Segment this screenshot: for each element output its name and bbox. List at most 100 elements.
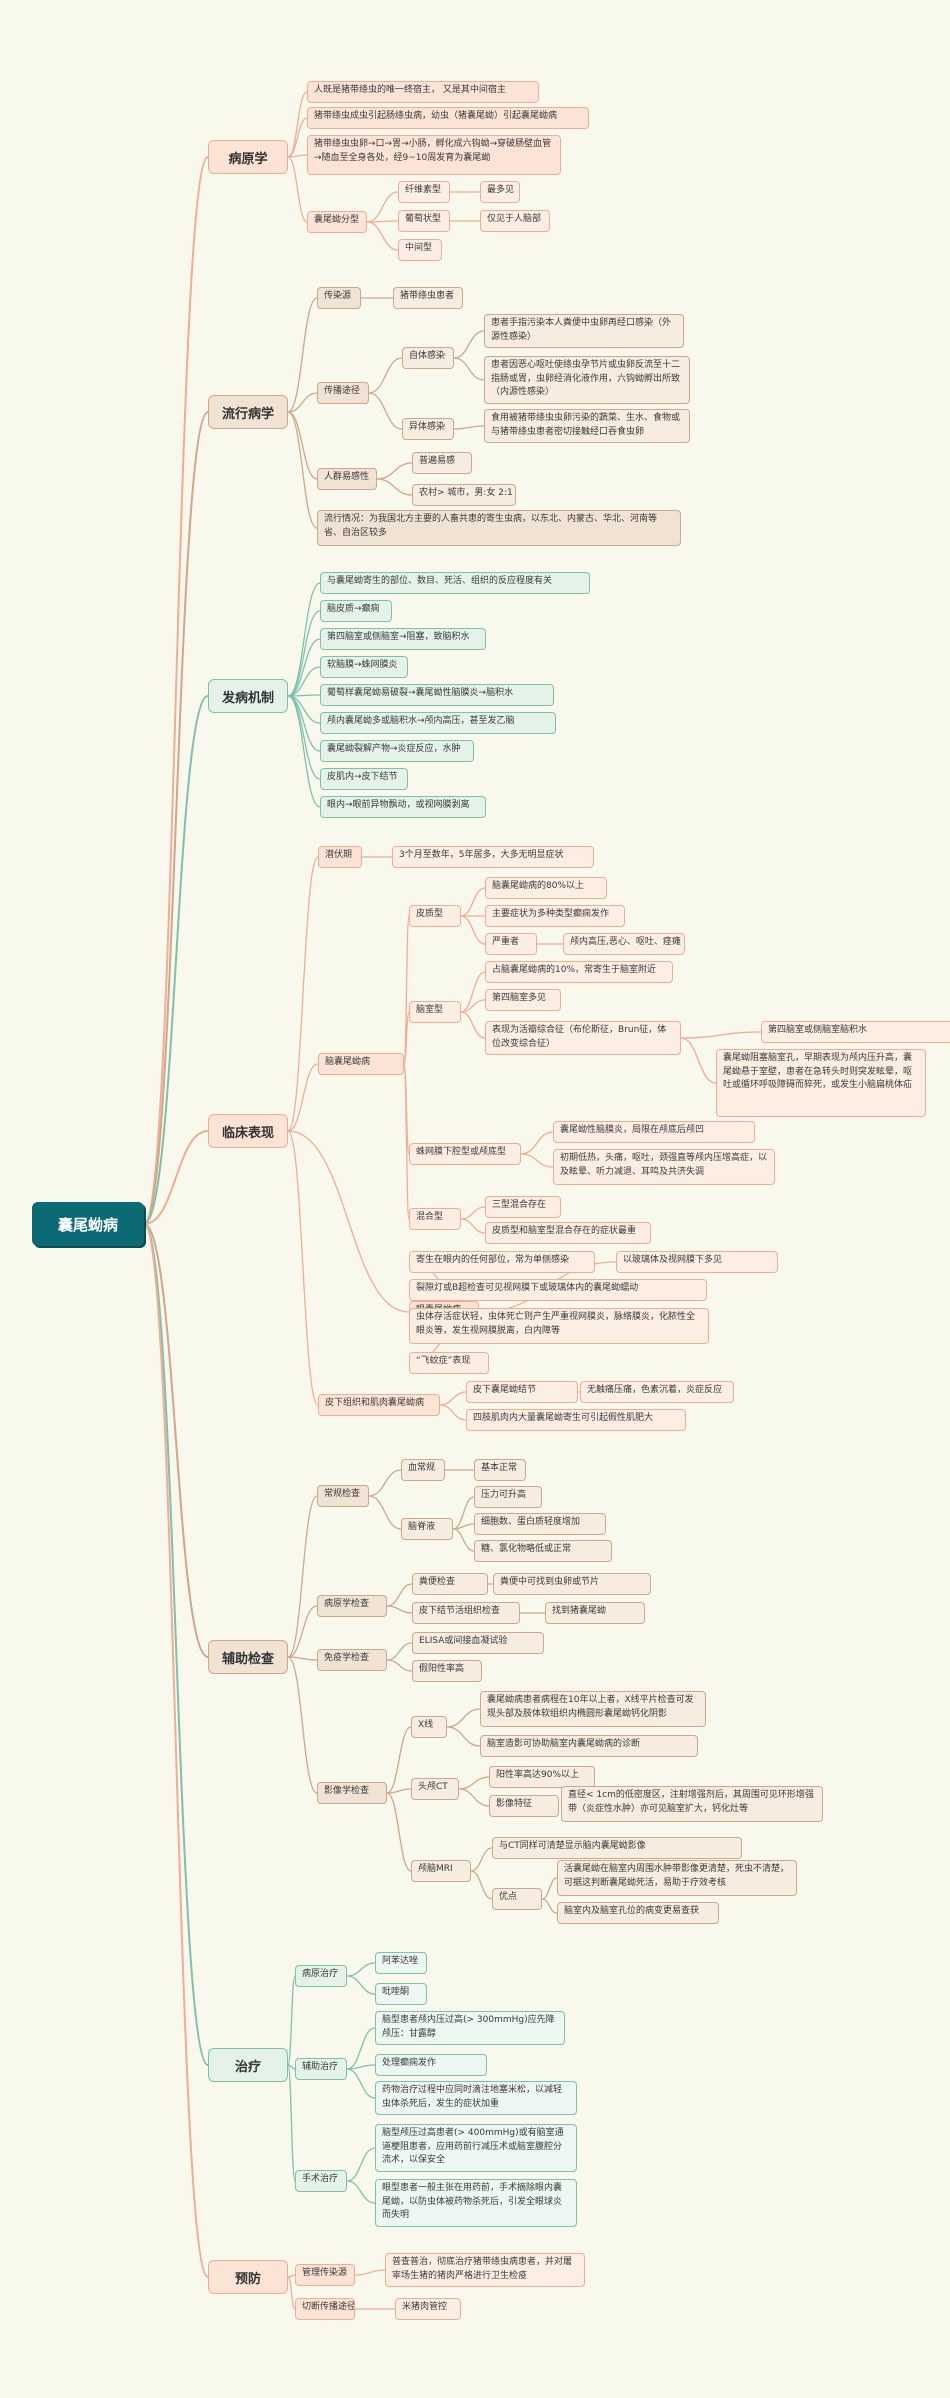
- section-6-node-2[interactable]: 切断传播途径: [295, 2298, 355, 2320]
- section-4-node-8[interactable]: 粪便检查: [412, 1573, 488, 1595]
- section-4-node-1[interactable]: 血常规: [401, 1459, 445, 1481]
- section-3-node-9[interactable]: 占脑囊尾蚴病的10%，常寄生于脑室附近: [485, 961, 673, 983]
- section-5-node-0[interactable]: 病原治疗: [295, 1965, 347, 1987]
- section-3-node-14[interactable]: 蛛网膜下腔型或颅底型: [409, 1143, 521, 1165]
- section-4-node-22[interactable]: 直径< 1cm的低密度区，注射增强剂后，其周围可见环形增强带（炎症性水肿）亦可见…: [561, 1786, 823, 1822]
- section-3-node-23[interactable]: 裂隙灯或B超检查可见视网膜下或玻璃体内的囊尾蚴蠕动: [409, 1279, 707, 1301]
- section-5-node-1[interactable]: 阿苯达唑: [375, 1952, 427, 1974]
- section-3-node-21[interactable]: 寄生在眼内的任何部位，常为单侧感染: [409, 1251, 595, 1273]
- section-1-node-10[interactable]: 农村> 城市，男:女 2:1: [412, 484, 516, 506]
- section-2-node-7[interactable]: 皮肌内→皮下结节: [320, 768, 408, 790]
- section-4-node-27[interactable]: 脑室内及脑室孔位的病变更易查获: [557, 1902, 719, 1924]
- section-4-node-17[interactable]: 囊尾蚴病患者病程在10年以上者，X线平片检查可发现头部及肢体软组织内椭圆形囊尾蚴…: [480, 1691, 706, 1727]
- section-3-node-17[interactable]: 混合型: [409, 1208, 461, 1230]
- section-1-node-11[interactable]: 流行情况：为我国北方主要的人畜共患的寄生虫病，以东北、内蒙古、华北、河南等省、自…: [317, 510, 681, 546]
- section-3-node-26[interactable]: 皮下组织和肌肉囊尾蚴病: [318, 1394, 440, 1416]
- section-3-node-13[interactable]: 囊尾蚴阻塞脑室孔，早期表现为颅内压升高，囊尾蚴悬于室壁，患者在急转头时则突发眩晕…: [716, 1049, 926, 1117]
- section-3-node-15[interactable]: 囊尾蚴性脑膜炎，局限在颅底后颅凹: [553, 1121, 755, 1143]
- section-4-node-20[interactable]: 阳性率高达90%以上: [489, 1766, 595, 1788]
- section-3-node-12[interactable]: 第四脑室或侧脑室脑积水: [761, 1021, 950, 1043]
- section-2-node-0[interactable]: 与囊尾蚴寄生的部位、数目、死活、组织的反应程度有关: [320, 572, 590, 594]
- section-3-node-3[interactable]: 皮质型: [409, 905, 461, 927]
- section-2-node-5[interactable]: 颅内囊尾蚴多或脑积水→颅内高压，甚至发乙脑: [320, 712, 556, 734]
- section-0-node-8[interactable]: 中间型: [398, 239, 442, 261]
- section-3-node-4[interactable]: 脑囊尾蚴病的80%以上: [485, 877, 607, 899]
- section-3-node-24[interactable]: 虫体存活症状轻，虫体死亡则产生严重视网膜炎，脉络膜炎，化脓性全眼炎等，发生视网膜…: [409, 1308, 709, 1344]
- section-3-node-18[interactable]: 三型混合存在: [485, 1196, 561, 1218]
- section-4-node-9[interactable]: 粪便中可找到虫卵或节片: [493, 1573, 651, 1595]
- section-0-node-7[interactable]: 仅见于人脑部: [480, 210, 550, 232]
- section-4-node-15[interactable]: 影像学检查: [317, 1782, 387, 1804]
- section-0-node-0[interactable]: 人既是猪带绦虫的唯一终宿主， 又是其中间宿主: [307, 81, 539, 103]
- section-3-node-10[interactable]: 第四脑室多见: [485, 989, 561, 1011]
- section-3-node-28[interactable]: 无触痛压痛，色素沉着，炎症反应: [580, 1381, 734, 1403]
- section-3-node-11[interactable]: 表现为活瓣综合征（布伦斯征，Brun征，体位改变综合征）: [485, 1021, 681, 1055]
- section-4-node-21[interactable]: 影像特征: [489, 1795, 559, 1817]
- section-4-node-11[interactable]: 找到猪囊尾蚴: [545, 1602, 645, 1624]
- section-node-4[interactable]: 辅助检查: [208, 1640, 288, 1674]
- section-4-node-14[interactable]: 假阳性率高: [412, 1660, 482, 1682]
- section-2-node-4[interactable]: 葡萄样囊尾蚴易破裂→囊尾蚴性脑膜炎→脑积水: [320, 684, 554, 706]
- section-1-node-5[interactable]: 患者因恶心呕吐使绦虫孕节片或虫卵反流至十二指肠或胃，虫卵经消化液作用，六钩蚴孵出…: [484, 356, 690, 404]
- section-5-node-6[interactable]: 药物治疗过程中应同时滴注地塞米松，以减轻虫体杀死后，发生的症状加重: [375, 2081, 577, 2115]
- section-node-3[interactable]: 临床表现: [208, 1114, 288, 1148]
- section-4-node-4[interactable]: 压力可升高: [474, 1486, 542, 1508]
- section-3-node-22[interactable]: 以玻璃体及视网膜下多见: [616, 1251, 778, 1273]
- section-2-node-6[interactable]: 囊尾蚴裂解产物→炎症反应，水肿: [320, 740, 474, 762]
- root-node[interactable]: 囊尾蚴病: [32, 1202, 144, 1246]
- section-1-node-4[interactable]: 患者手指污染本人粪便中虫卵再经口感染（外源性感染）: [484, 314, 684, 348]
- section-2-node-8[interactable]: 眼内→眼前异物飘动，或视网膜剥离: [320, 796, 486, 818]
- section-3-node-6[interactable]: 严重者: [485, 933, 537, 955]
- section-4-node-16[interactable]: X线: [411, 1716, 447, 1738]
- section-4-node-7[interactable]: 病原学检查: [317, 1595, 387, 1617]
- section-node-0[interactable]: 病原学: [208, 140, 288, 174]
- section-3-node-27[interactable]: 皮下囊尾蚴结节: [466, 1381, 578, 1403]
- section-4-node-3[interactable]: 脑脊液: [401, 1518, 453, 1540]
- section-1-node-0[interactable]: 传染源: [317, 287, 361, 309]
- section-4-node-23[interactable]: 颅脑MRI: [411, 1860, 471, 1882]
- section-6-node-1[interactable]: 普查普治，彻底治疗猪带绦虫病患者，并对屠宰场生猪的猪肉严格进行卫生检疫: [385, 2253, 585, 2287]
- section-5-node-9[interactable]: 眼型患者一般主张在用药前，手术摘除眼内囊尾蚴，以防虫体被药物杀死后，引发全眼球炎…: [375, 2179, 577, 2227]
- section-0-node-6[interactable]: 葡萄状型: [398, 210, 450, 232]
- section-6-node-3[interactable]: 米猪肉管控: [395, 2298, 461, 2320]
- section-4-node-19[interactable]: 头颅CT: [411, 1778, 459, 1800]
- section-0-node-5[interactable]: 最多见: [480, 181, 520, 203]
- section-1-node-2[interactable]: 传播途径: [317, 382, 369, 404]
- section-5-node-8[interactable]: 脑型颅压过高患者(> 400mmHg)或有脑室通道梗阻患者，应用药前行减压术或脑…: [375, 2124, 577, 2172]
- section-4-node-24[interactable]: 与CT同样可清楚显示脑内囊尾蚴影像: [492, 1837, 742, 1859]
- section-4-node-2[interactable]: 基本正常: [474, 1459, 526, 1481]
- section-4-node-10[interactable]: 皮下结节活组织检查: [412, 1602, 520, 1624]
- section-4-node-26[interactable]: 活囊尾蚴在脑室内周围水肿带影像更清楚，死虫不清楚，可据这判断囊尾蚴死活，易助于疗…: [557, 1860, 797, 1896]
- section-3-node-19[interactable]: 皮质型和脑室型混合存在的症状最重: [485, 1222, 651, 1244]
- section-1-node-7[interactable]: 食用被猪带绦虫虫卵污染的蔬菜、生水、食物或与猪带绦虫患者密切接触经口吞食虫卵: [484, 409, 690, 443]
- section-6-node-0[interactable]: 管理传染源: [295, 2264, 355, 2286]
- section-0-node-2[interactable]: 猪带绦虫虫卵→口→胃→小肠，孵化成六钩蚴→穿破肠壁血管→随血至全身各处，经9~1…: [307, 135, 561, 175]
- section-5-node-7[interactable]: 手术治疗: [295, 2170, 347, 2192]
- section-5-node-2[interactable]: 吡喹酮: [375, 1983, 427, 2005]
- section-5-node-4[interactable]: 脑型患者颅内压过高(> 300mmHg)应先降颅压：甘露醇: [375, 2011, 565, 2045]
- section-0-node-3[interactable]: 囊尾蚴分型: [307, 211, 367, 233]
- section-node-1[interactable]: 流行病学: [208, 395, 288, 429]
- section-3-node-29[interactable]: 四肢肌肉内大量囊尾蚴寄生可引起假性肌肥大: [466, 1409, 686, 1431]
- section-1-node-8[interactable]: 人群易感性: [317, 468, 377, 490]
- section-3-node-25[interactable]: “飞蚊症”表现: [409, 1352, 489, 1374]
- section-4-node-12[interactable]: 免疫学检查: [317, 1649, 387, 1671]
- section-4-node-13[interactable]: ELISA或间接血凝试验: [412, 1632, 544, 1654]
- section-4-node-6[interactable]: 糖、氯化物略低或正常: [474, 1540, 612, 1562]
- section-4-node-18[interactable]: 脑室造影可协助脑室内囊尾蚴病的诊断: [480, 1735, 698, 1757]
- section-node-6[interactable]: 预防: [208, 2260, 288, 2294]
- section-2-node-2[interactable]: 第四脑室或侧脑室→阻塞，致脑积水: [320, 628, 486, 650]
- section-3-node-8[interactable]: 脑室型: [409, 1001, 461, 1023]
- section-0-node-4[interactable]: 纤维素型: [398, 181, 450, 203]
- section-2-node-1[interactable]: 脑皮质→癫痫: [320, 600, 392, 622]
- section-5-node-3[interactable]: 辅助治疗: [295, 2058, 347, 2080]
- section-4-node-25[interactable]: 优点: [492, 1888, 542, 1910]
- section-1-node-9[interactable]: 普遍易感: [412, 452, 472, 474]
- section-node-2[interactable]: 发病机制: [208, 679, 288, 713]
- section-node-5[interactable]: 治疗: [208, 2048, 288, 2082]
- section-4-node-5[interactable]: 细胞数、蛋白质轻度增加: [474, 1513, 606, 1535]
- section-3-node-1[interactable]: 3个月至数年，5年居多，大多无明显症状: [392, 846, 594, 868]
- section-1-node-3[interactable]: 自体感染: [402, 347, 454, 369]
- section-2-node-3[interactable]: 软脑膜→蛛网膜炎: [320, 656, 408, 678]
- section-3-node-5[interactable]: 主要症状为多种类型癫痫发作: [485, 905, 625, 927]
